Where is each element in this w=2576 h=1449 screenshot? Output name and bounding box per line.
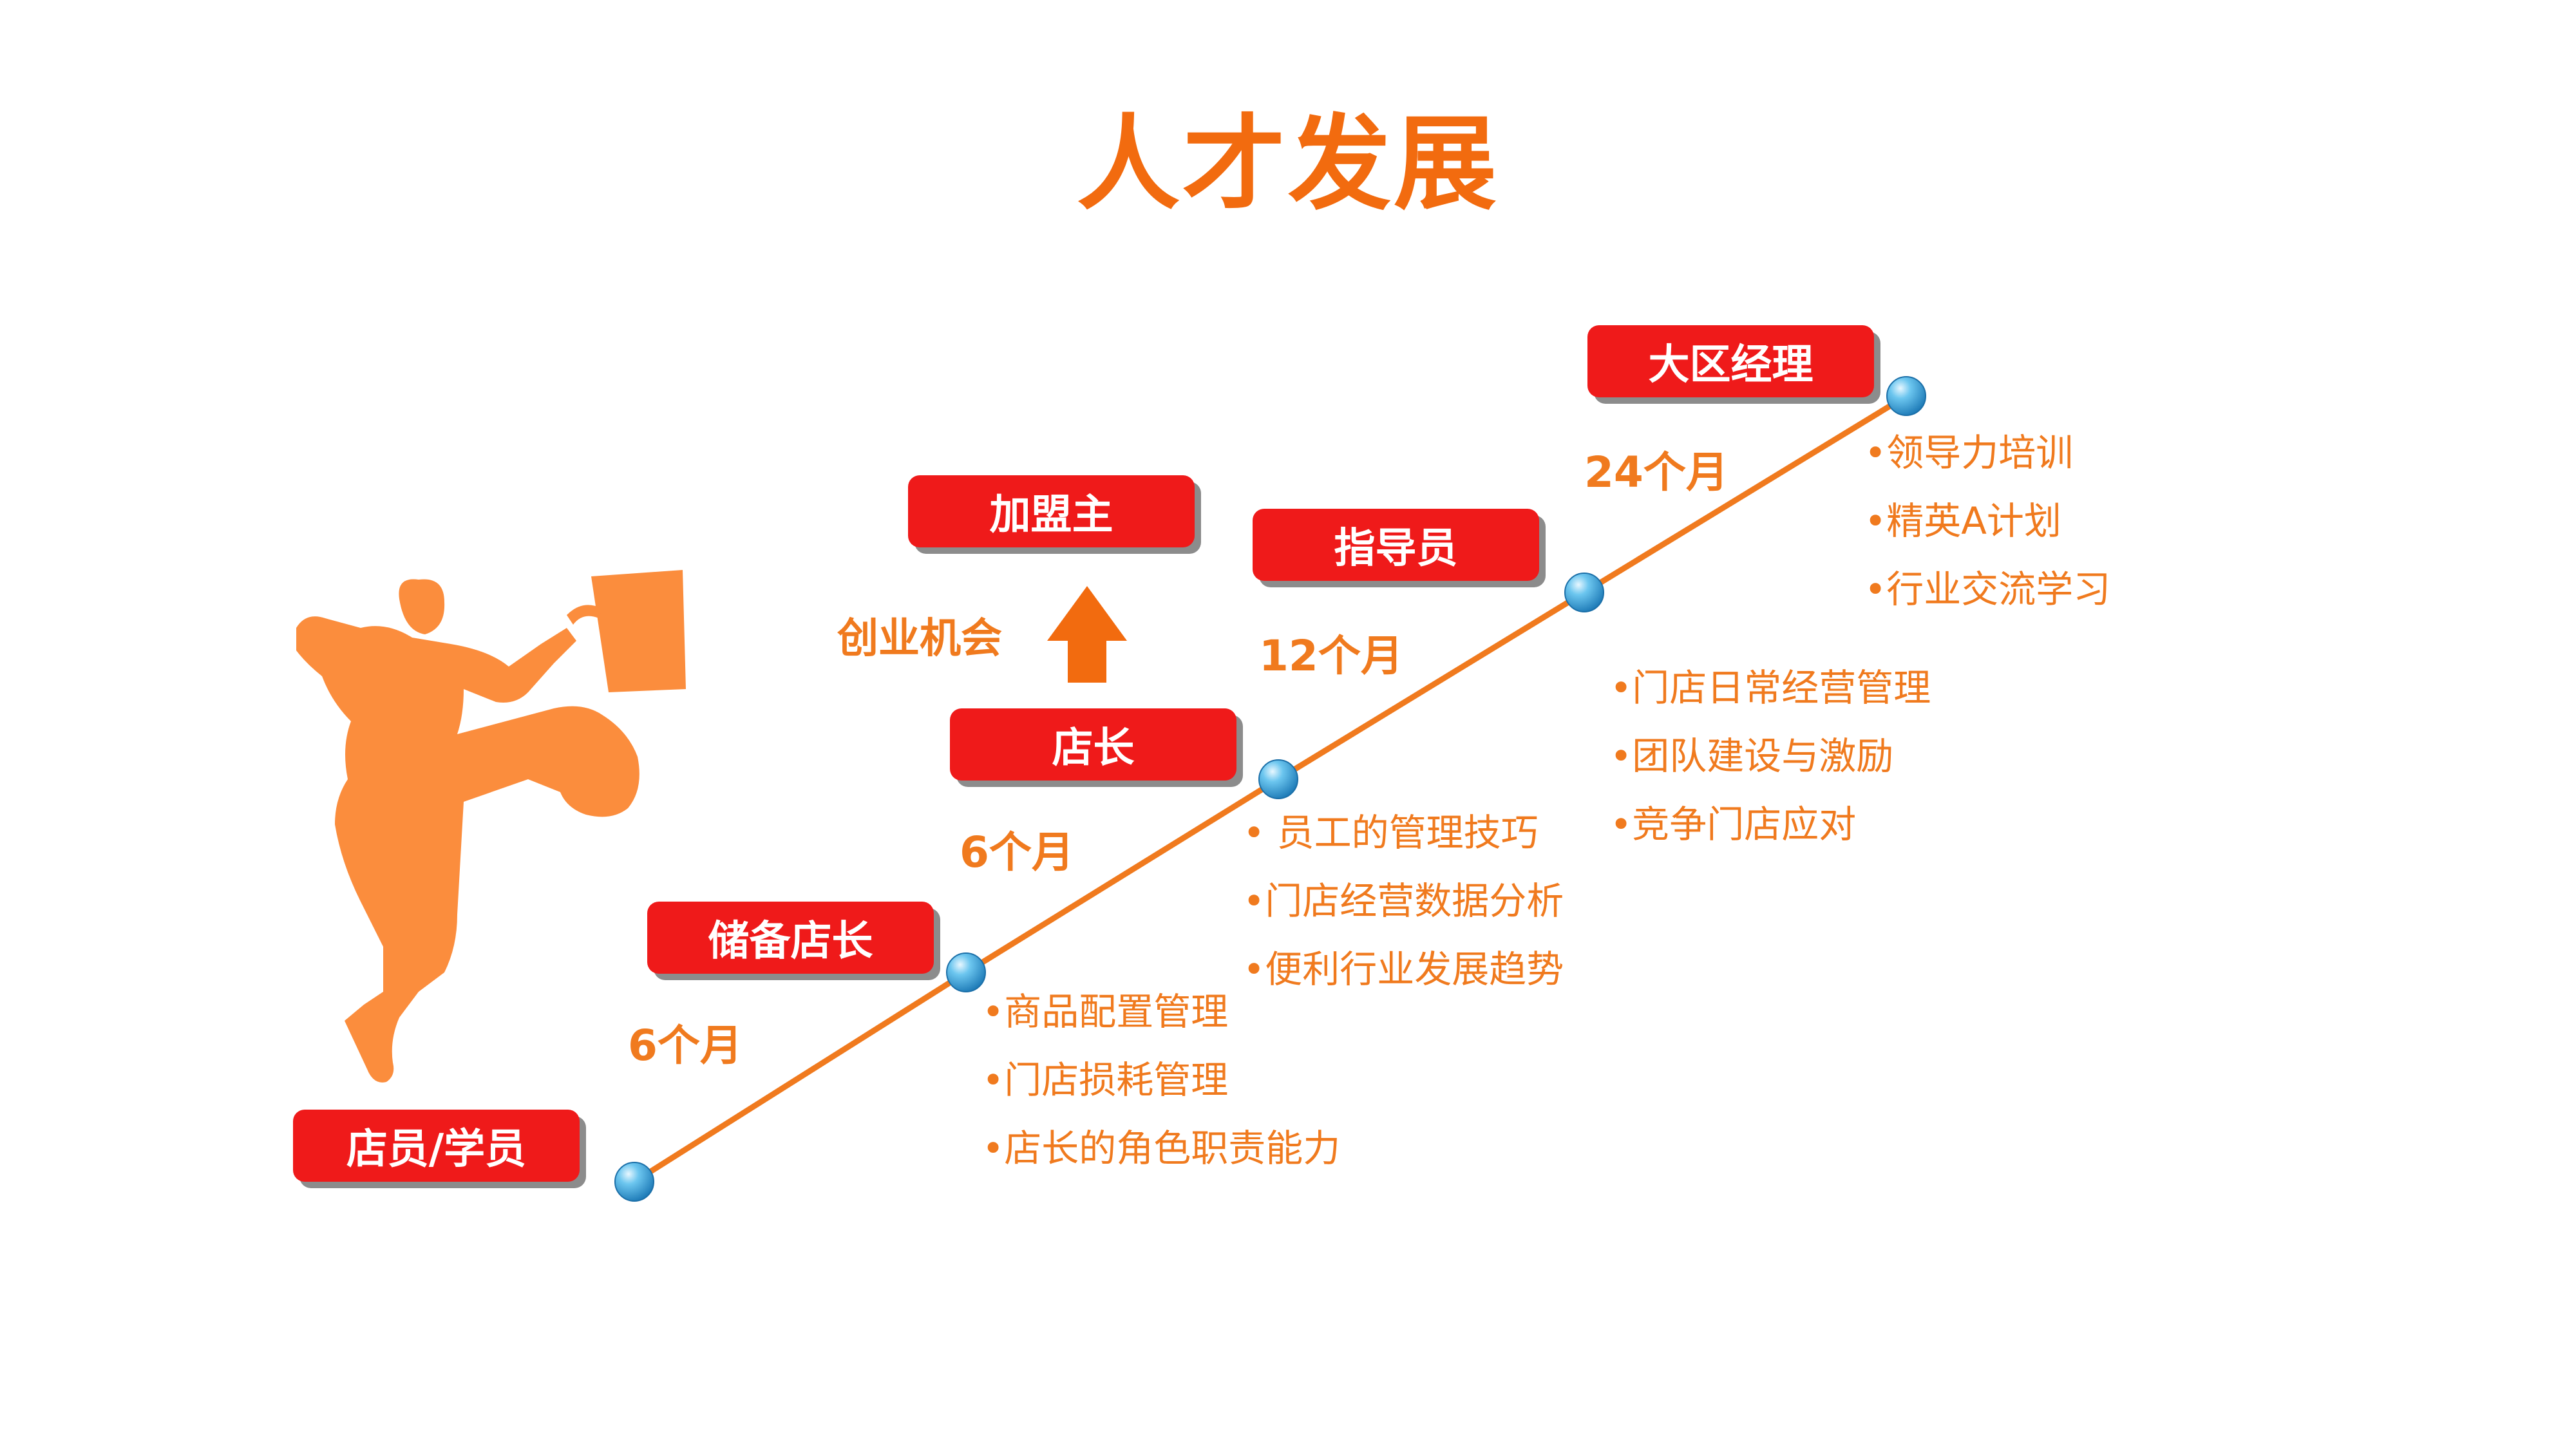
duration-label: 12个月 (1259, 631, 1403, 681)
skill-item: •店长的角色职责能力 (982, 1126, 1341, 1170)
stage-node-5 (1886, 376, 1926, 416)
skill-list-supervisor: •门店日常经营管理 •团队建设与激励 •竞争门店应对 (1610, 654, 1931, 858)
stage-node-3 (1258, 759, 1298, 799)
stage-badge-reserve-manager: 储备店长 (647, 902, 934, 974)
up-arrow-icon (1047, 586, 1127, 683)
skill-item: •便利行业发展趋势 (1243, 947, 1564, 991)
stage-badge-store-manager: 店长 (950, 708, 1236, 781)
skill-item: •团队建设与激励 (1610, 734, 1894, 778)
stage-badge-regional-manager: 大区经理 (1587, 325, 1874, 397)
skill-item: •行业交流学习 (1864, 567, 2111, 611)
stage-badge-supervisor: 指导员 (1253, 509, 1539, 581)
stage-badge-clerk: 店员/学员 (293, 1110, 580, 1182)
skill-item: •门店经营数据分析 (1243, 879, 1564, 923)
duration-label: 6个月 (628, 1021, 743, 1070)
duration-label: 24个月 (1584, 448, 1728, 497)
skill-list-regional-manager: •领导力培训 •精英A计划 •行业交流学习 (1864, 419, 2110, 623)
skill-item: •商品配置管理 (982, 990, 1229, 1034)
skill-item: •精英A计划 (1864, 499, 2061, 543)
skill-item: • 员工的管理技巧 (1243, 811, 1539, 855)
jumping-person-icon (296, 570, 686, 1083)
skill-item: •竞争门店应对 (1610, 802, 1857, 846)
skill-item: •门店日常经营管理 (1610, 666, 1931, 710)
opportunity-label: 创业机会 (837, 615, 1002, 663)
stage-node-4 (1564, 573, 1604, 612)
branch-badge-franchisee: 加盟主 (908, 475, 1195, 547)
duration-label: 6个月 (960, 828, 1074, 877)
skill-list-store-manager: • 员工的管理技巧 •门店经营数据分析 •便利行业发展趋势 (1243, 799, 1564, 1003)
skill-item: •领导力培训 (1864, 431, 2074, 475)
stage-node-1 (614, 1162, 654, 1202)
stage-node-2 (946, 952, 986, 992)
skill-item: •门店损耗管理 (982, 1058, 1229, 1102)
skill-list-reserve-manager: •商品配置管理 •门店损耗管理 •店长的角色职责能力 (982, 978, 1340, 1182)
page-title: 人才发展 (1076, 104, 1499, 224)
